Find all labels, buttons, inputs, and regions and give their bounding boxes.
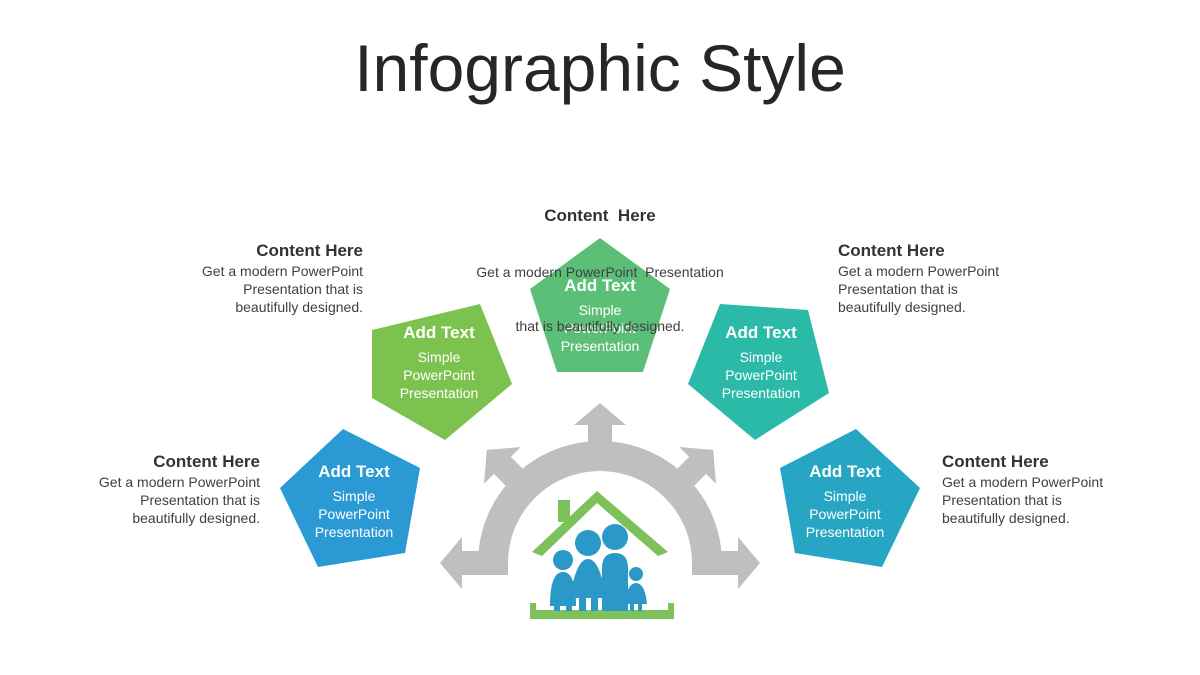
- shape-line: Simple: [332, 488, 376, 504]
- pentagon-3: [530, 238, 670, 372]
- caption-5-line-2: Presentation that is: [942, 492, 1062, 508]
- pentagon-3-text: Add Text Simple PowerPoint Presentation: [530, 275, 670, 355]
- person-2: [570, 530, 606, 611]
- shape-line: Simple: [578, 302, 622, 318]
- caption-3-line-2: that is beautifully designed.: [515, 318, 685, 334]
- arrow-upper-left: [484, 447, 544, 507]
- house-floor: [530, 610, 674, 619]
- caption-2-line-2: Presentation that is: [243, 281, 363, 297]
- shape-line: PowerPoint: [725, 367, 797, 383]
- shape-line: Presentation: [399, 385, 479, 401]
- caption-5-line-1: Get a modern PowerPoint: [942, 474, 1104, 490]
- pentagon-2-text: Add Text Simple PowerPoint Presentation: [369, 322, 509, 402]
- pentagon-5-lines: Simple PowerPoint Presentation: [775, 487, 915, 541]
- pentagon-1-lines: Simple PowerPoint Presentation: [284, 487, 424, 541]
- house-wall-left: [530, 603, 536, 613]
- caption-1: Content Here Get a modern PowerPoint Pre…: [60, 451, 260, 527]
- caption-1-line-2: Presentation that is: [140, 492, 260, 508]
- pentagon-3-title: Add Text: [564, 276, 636, 295]
- house-wall-right: [668, 603, 674, 613]
- family-icon: [550, 524, 647, 611]
- pentagon-2-title: Add Text: [403, 323, 475, 342]
- caption-1-line-3: beautifully designed.: [132, 510, 260, 526]
- pentagon-5: [780, 429, 920, 567]
- house-roof: [532, 491, 668, 556]
- caption-2-line-3: beautifully designed.: [235, 299, 363, 315]
- pentagon-5-text: Add Text Simple PowerPoint Presentation: [775, 461, 915, 541]
- shape-line: Presentation: [805, 524, 885, 540]
- house-icon: [530, 491, 674, 619]
- person-4: [625, 567, 647, 611]
- pentagon-2-lines: Simple PowerPoint Presentation: [369, 348, 509, 402]
- caption-5: Content Here Get a modern PowerPoint Pre…: [942, 451, 1152, 527]
- arrow-right: [692, 537, 760, 589]
- shape-line: Presentation: [560, 338, 640, 354]
- caption-5-heading: Content Here: [942, 452, 1049, 471]
- page-title: Infographic Style: [354, 31, 846, 105]
- pentagon-1-title: Add Text: [318, 462, 390, 481]
- arrow-left: [440, 537, 508, 589]
- shape-line: Presentation: [721, 385, 801, 401]
- person-1: [550, 550, 576, 611]
- pentagon-3-lines: Simple PowerPoint Presentation: [530, 301, 670, 355]
- pentagon-4: [688, 304, 829, 440]
- pentagon-4-lines: Simple PowerPoint Presentation: [691, 348, 831, 402]
- arrow-up: [574, 403, 626, 471]
- caption-3-line-1: Get a modern PowerPoint Presentation: [476, 264, 724, 280]
- shape-line: PowerPoint: [318, 506, 390, 522]
- person-3: [602, 524, 628, 611]
- arrow-upper-right: [656, 447, 716, 507]
- caption-4-line-2: Presentation that is: [838, 281, 958, 297]
- caption-4-heading: Content Here: [838, 241, 945, 260]
- pentagon-1: [280, 429, 420, 567]
- shape-line: PowerPoint: [403, 367, 475, 383]
- house-chimney: [558, 500, 570, 522]
- shape-line: Presentation: [314, 524, 394, 540]
- caption-3: Content Here Get a modern PowerPoint Pre…: [440, 169, 760, 353]
- pentagon-5-title: Add Text: [809, 462, 881, 481]
- shape-line: Simple: [739, 349, 783, 365]
- pentagon-4-title: Add Text: [725, 323, 797, 342]
- caption-4-line-3: beautifully designed.: [838, 299, 966, 315]
- caption-3-heading: Content Here: [544, 206, 656, 225]
- shape-line: PowerPoint: [809, 506, 881, 522]
- caption-4: Content Here Get a modern PowerPoint Pre…: [838, 240, 1048, 316]
- shape-line: PowerPoint: [564, 320, 636, 336]
- shape-line: Simple: [823, 488, 867, 504]
- caption-1-heading: Content Here: [153, 452, 260, 471]
- caption-1-line-1: Get a modern PowerPoint: [98, 474, 260, 490]
- pentagon-1-text: Add Text Simple PowerPoint Presentation: [284, 461, 424, 541]
- shape-line: Simple: [417, 349, 461, 365]
- caption-4-line-1: Get a modern PowerPoint: [838, 263, 1000, 279]
- caption-2-heading: Content Here: [256, 241, 363, 260]
- pentagon-4-text: Add Text Simple PowerPoint Presentation: [691, 322, 831, 402]
- caption-2: Content Here Get a modern PowerPoint Pre…: [163, 240, 363, 316]
- gear-arrows-icon: [440, 403, 760, 589]
- gear-ring: [478, 441, 722, 563]
- pentagon-2: [372, 304, 512, 440]
- caption-2-line-1: Get a modern PowerPoint: [201, 263, 363, 279]
- caption-5-line-3: beautifully designed.: [942, 510, 1070, 526]
